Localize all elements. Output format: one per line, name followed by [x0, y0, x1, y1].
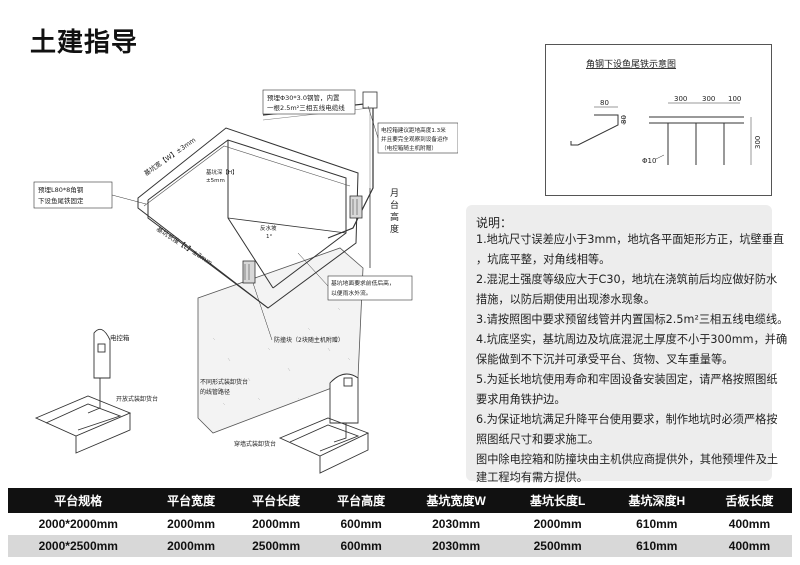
dim-plan-2: 300 [702, 95, 715, 103]
callout-angle-iron-2: 下设鱼尾铁固定 [38, 196, 84, 205]
table-cell: 610mm [606, 535, 707, 557]
note-line: ，坑底平整，对角线相等。 [476, 253, 611, 266]
note-line: 要求用角铁护边。 [476, 393, 566, 406]
notes-panel: 说明： 1.地坑尺寸误差应小于3mm，地坑各平面矩形方正，坑壁垂直 ，坑底平整，… [466, 205, 788, 484]
note-line: 6.为保证地坑满足升降平台使用要求，制作地坑时必须严格按 [476, 413, 778, 426]
open-type-dock-sketch [34, 328, 132, 454]
note-line: 图中除电控箱和防撞块由主机供应商提供外，其他预埋件及土 [476, 453, 779, 466]
notes-heading: 说明： [476, 216, 513, 230]
callout-angle-iron-1: 预埋L80*8角钢 [38, 185, 84, 194]
label-slope-2: 1° [266, 234, 272, 240]
col-header: 基坑深度H [606, 488, 707, 513]
table-cell: 2030mm [403, 535, 509, 557]
label-slope-1: 反水坡 [260, 224, 277, 232]
note-line: 2.混泥土强度等级应大于C30，地坑在浇筑前后均应做好防水 [476, 273, 778, 286]
col-header: 舌板长度 [706, 488, 792, 513]
table-cell: 600mm [318, 513, 404, 535]
table-cell: 2500mm [233, 535, 319, 557]
concrete-hatch [212, 307, 351, 406]
label-open-type: 开放式装卸货台 [116, 395, 158, 403]
callout-conduit-2: 一根2.5m²三相五线电缆线 [267, 103, 345, 112]
note-line: 1.地坑尺寸误差应小于3mm，地坑各平面矩形方正，坑壁垂直 [476, 233, 785, 246]
angle-iron-profile [570, 106, 625, 146]
table-row: 2000*2000mm 2000mm 2000mm 600mm 2030mm 2… [8, 513, 792, 535]
col-header: 平台高度 [318, 488, 404, 513]
col-header: 平台宽度 [148, 488, 234, 513]
label-other-type-1: 不同形式装卸货台 [200, 378, 248, 386]
label-control-box: 电控箱 [110, 333, 130, 342]
table-cell: 2030mm [403, 513, 509, 535]
pit-top-rim [137, 127, 359, 309]
callout-bumper: 防撞块（2块随主机附赠） [274, 336, 344, 344]
dock-height-label-2: 台 [390, 199, 399, 211]
table-cell: 2000mm [148, 513, 234, 535]
label-wall-type: 穿墙式装卸货台 [234, 440, 276, 448]
note-line: 4.坑底坚实，基坑周边及坑底混泥土厚度不小于300mm，并确 [476, 333, 788, 346]
pit-inner-edge [147, 139, 347, 289]
label-pit-length: 基坑长度【L】±3mm [155, 224, 214, 267]
pit-construction-drawing: 月 台 高 度 预埋Φ30*3.0钢管，内置 一根2.5m²三相五线电缆线 电控… [33, 89, 458, 474]
callout-floor-1: 基坑地面要求前低后高， [331, 279, 395, 287]
label-pit-depth-1: 基坑深【H】 [206, 168, 238, 176]
table-cell: 2000*2000mm [8, 513, 149, 535]
angle-iron-detail-box: 角钢下设鱼尾铁示意图 80 80 300 300 100 Φ10 300 [545, 44, 772, 196]
control-box-small [362, 91, 378, 109]
bumper-right [349, 195, 363, 219]
table-cell: 2000mm [508, 513, 607, 535]
label-pit-depth-2: ±5mm [206, 178, 225, 184]
note-line: 建工程均有需方提供。 [476, 471, 588, 484]
table-cell: 2000mm [148, 535, 234, 557]
note-line: 5.为延长地坑使用寿命和牢固设备安装固定，请严格按照图纸 [476, 373, 778, 386]
col-header: 平台长度 [233, 488, 319, 513]
dock-height-label-4: 度 [390, 223, 399, 235]
table-cell: 400mm [706, 513, 792, 535]
spec-table: 平台规格 平台宽度 平台长度 平台高度 基坑宽度W 基坑长度L 基坑深度H 舌板… [8, 488, 792, 557]
note-line: 措施，以防后期使用出现渗水现象。 [476, 293, 656, 306]
table-cell: 400mm [706, 535, 792, 557]
label-pit-width: 基坑宽【W】±3mm [142, 135, 197, 177]
wall-type-dock-sketch [278, 373, 370, 474]
table-cell: 2000*2500mm [8, 535, 149, 557]
table-cell: 600mm [318, 535, 404, 557]
table-cell: 2000mm [233, 513, 319, 535]
col-header: 基坑宽度W [403, 488, 509, 513]
detail-title: 角钢下设鱼尾铁示意图 [586, 58, 676, 70]
callout-control-box-2: 并且要完全观察到设备运作 [381, 135, 449, 143]
note-line: 3.请按照图中要求预留线管并内置国标2.5m²三相五线电缆线。 [476, 313, 789, 326]
dock-height-label-1: 月 [390, 188, 399, 199]
dim-profile-width: 80 [600, 99, 609, 107]
fishtail-plan-view [649, 102, 752, 165]
col-header: 平台规格 [8, 488, 149, 513]
note-line: 照图纸尺寸和要求施工。 [476, 433, 600, 446]
callout-conduit-1: 预埋Φ30*3.0钢管，内置 [267, 93, 340, 102]
callout-control-box-3: （电控箱随主机附赠） [381, 144, 437, 152]
callout-floor-2: 以便雨水外流。 [331, 289, 372, 297]
callout-control-box-1: 电控箱建议距地高度1.3米 [381, 126, 446, 134]
table-header-row: 平台规格 平台宽度 平台长度 平台高度 基坑宽度W 基坑长度L 基坑深度H 舌板… [8, 488, 792, 513]
dim-plan-1: 300 [674, 95, 687, 103]
dim-profile-height: 80 [620, 115, 628, 124]
label-other-type-2: 的线管路径 [200, 388, 230, 396]
dock-height-label-3: 高 [390, 211, 399, 223]
dim-plan-height: 300 [754, 136, 762, 149]
table-cell: 610mm [606, 513, 707, 535]
table-row: 2000*2500mm 2000mm 2500mm 600mm 2030mm 2… [8, 535, 792, 557]
page-title: 土建指导 [30, 28, 139, 58]
dim-plan-3: 100 [728, 95, 741, 103]
table-cell: 2500mm [508, 535, 607, 557]
note-line: 保能做到不下沉并可承受平台、货物、叉车重量等。 [476, 353, 734, 366]
dim-rod-diameter: Φ10 [642, 157, 656, 165]
col-header: 基坑长度L [508, 488, 607, 513]
